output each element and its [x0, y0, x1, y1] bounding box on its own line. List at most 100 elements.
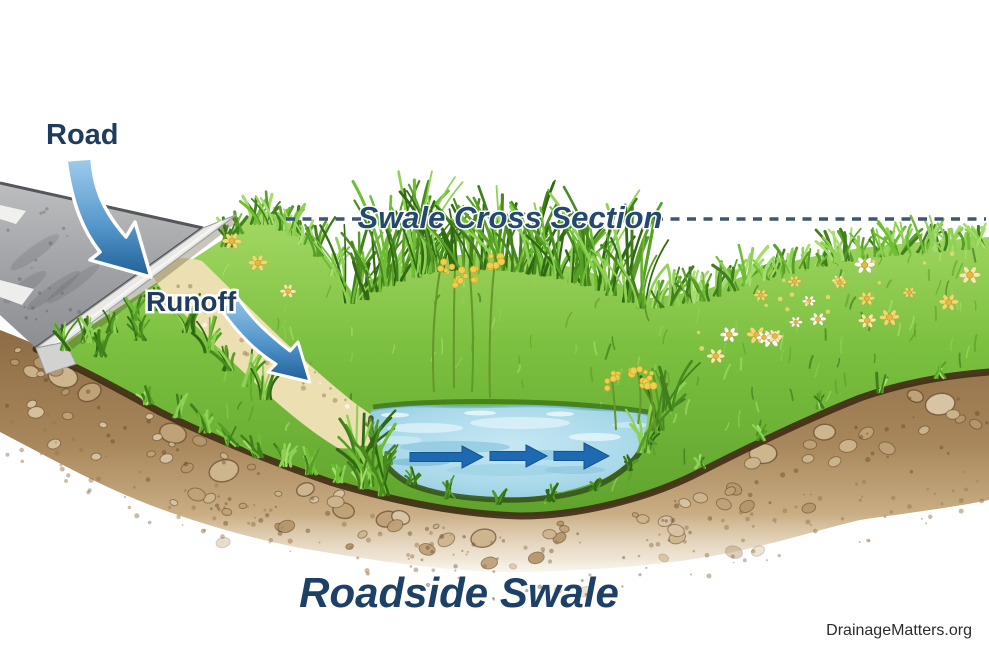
decor [54, 323, 68, 352]
decor [45, 412, 50, 417]
decor [254, 259, 262, 267]
decor [208, 459, 240, 483]
decor [656, 279, 661, 308]
decor [175, 448, 180, 452]
decor [516, 364, 521, 374]
decor [751, 423, 766, 442]
decor [469, 265, 478, 274]
decor [271, 214, 280, 231]
decor [254, 195, 268, 226]
decor [613, 587, 616, 591]
decor [825, 294, 831, 300]
decor [825, 309, 831, 314]
decor [465, 553, 468, 556]
decor [678, 498, 692, 509]
decor [454, 569, 457, 572]
decor [780, 348, 785, 362]
decor [203, 492, 217, 504]
decor [533, 202, 552, 277]
decor [576, 532, 580, 536]
decor [765, 559, 768, 562]
decor [297, 224, 305, 246]
decor [933, 492, 937, 495]
decor [626, 236, 650, 303]
decor [801, 502, 817, 514]
decor [110, 317, 116, 334]
decor [377, 531, 383, 537]
decor [146, 419, 151, 424]
decor [35, 318, 38, 321]
decor [687, 274, 706, 302]
decor [66, 235, 69, 237]
decor [54, 450, 60, 456]
decor [578, 541, 581, 544]
grass-shadow-on-water [372, 399, 649, 415]
decor [979, 498, 985, 504]
decor [723, 363, 732, 380]
decor [134, 513, 140, 519]
decor [827, 456, 842, 468]
decor [6, 228, 10, 232]
decor [85, 389, 91, 394]
decor [386, 519, 404, 533]
decor [606, 233, 611, 296]
decor [964, 228, 977, 249]
decor [499, 490, 507, 505]
decor [322, 393, 327, 398]
decor [637, 356, 641, 366]
decor [98, 421, 108, 429]
decor [742, 558, 747, 563]
decor [854, 425, 858, 430]
decor [214, 483, 219, 488]
decor [979, 247, 985, 262]
decor [884, 427, 889, 432]
decor [667, 372, 670, 386]
decor [527, 551, 545, 565]
decor [741, 538, 745, 543]
road-arrow-icon [64, 156, 153, 279]
decor [19, 447, 24, 453]
decor [546, 411, 574, 417]
decor [453, 564, 458, 569]
decor [491, 596, 495, 600]
decor [281, 526, 284, 529]
decor [723, 342, 727, 355]
decor [835, 238, 844, 262]
decor [801, 454, 815, 464]
decor [604, 343, 612, 360]
decor [325, 510, 331, 516]
decor [593, 341, 598, 356]
decor [400, 441, 510, 453]
decor [143, 385, 152, 406]
decor [933, 224, 938, 252]
decor [958, 508, 964, 514]
decor [349, 545, 353, 550]
decor [196, 412, 202, 433]
decor [31, 267, 33, 269]
decor [866, 432, 869, 435]
decor [374, 446, 391, 497]
decor [690, 270, 696, 304]
decor [313, 371, 317, 374]
decor [470, 528, 497, 549]
decor [888, 299, 893, 313]
decor [245, 352, 250, 357]
decor [657, 515, 674, 528]
decor [448, 263, 456, 271]
soil-layer [0, 330, 989, 601]
decor [609, 375, 617, 383]
decor [754, 480, 759, 485]
decor [889, 510, 894, 514]
decor [672, 413, 678, 424]
decor [276, 317, 280, 331]
decor [429, 209, 457, 272]
decor [335, 466, 341, 484]
decor [247, 521, 251, 525]
decor [840, 517, 845, 521]
decor [300, 385, 306, 391]
decor [223, 506, 226, 509]
decor [920, 517, 923, 520]
decor [34, 258, 38, 262]
decor [839, 336, 843, 354]
decor [761, 334, 767, 340]
